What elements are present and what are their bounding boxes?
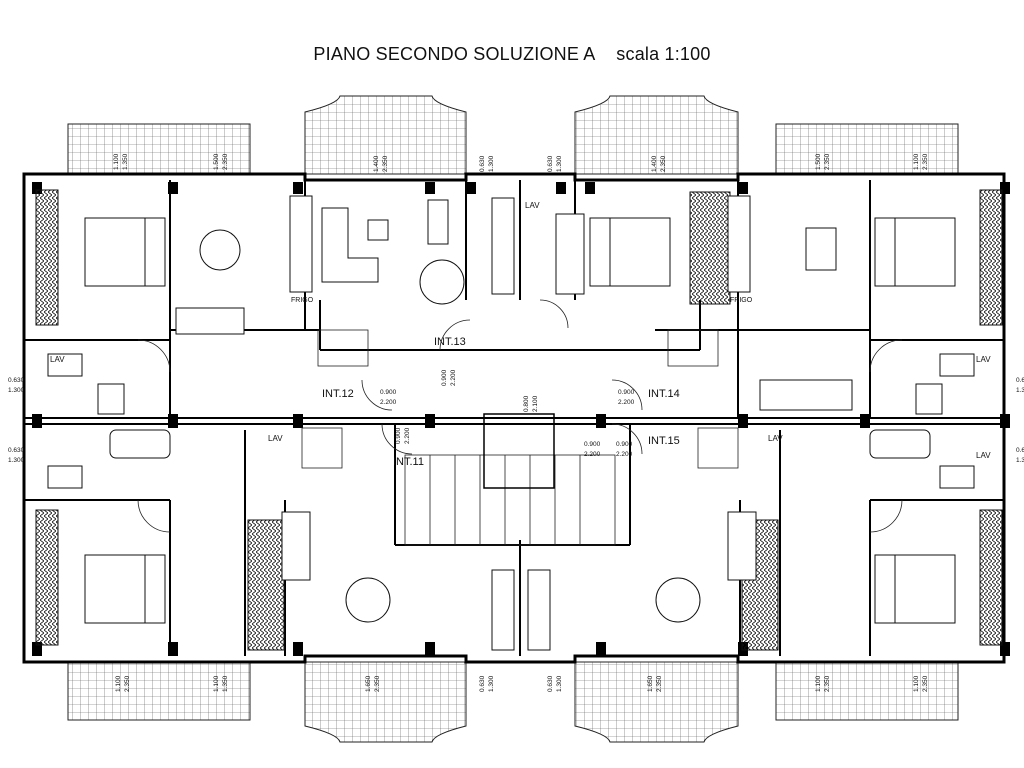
dim-width: 0.800 — [523, 395, 530, 412]
unit-label-int11: INT.11 — [393, 456, 424, 468]
dim-height: 2.350 — [922, 153, 929, 170]
dim-height: 1.300 — [488, 675, 495, 692]
dim-width: 1.100 — [913, 153, 920, 170]
room-label-frigo: FRIGO — [291, 297, 314, 304]
terrace — [775, 123, 959, 175]
scale-text: scala 1:100 — [616, 44, 711, 64]
dim-height: 2.200 — [404, 427, 411, 444]
terraces-bottom — [67, 661, 959, 743]
stairs — [301, 329, 739, 546]
dim-width: 1.100 — [913, 675, 920, 692]
dim-height: 1.300 — [488, 155, 495, 172]
outer-walls — [22, 172, 1006, 664]
sofas — [175, 199, 853, 581]
dim-width: 0.900 — [616, 441, 633, 448]
dim-height: 2.200 — [618, 399, 635, 406]
dim-width: 0.630 — [1016, 447, 1024, 454]
beds — [84, 217, 956, 624]
terraces-top — [67, 95, 959, 175]
window-curtains — [35, 189, 1003, 651]
dim-width: 0.900 — [380, 389, 397, 396]
kitchen-counters — [289, 195, 751, 651]
dim-height: 2.200 — [616, 451, 633, 458]
dim-height: 1.350 — [122, 153, 129, 170]
terrace — [67, 123, 251, 175]
plan-title: PIANO SECONDO SOLUZIONE A scala 1:100 — [0, 44, 1024, 65]
dim-width: 0.900 — [441, 369, 448, 386]
dim-height: 2.350 — [124, 675, 131, 692]
dim-width: 0.630 — [1016, 377, 1024, 384]
dim-height: 2.350 — [374, 675, 381, 692]
room-label-lav: LAV — [976, 451, 991, 460]
dim-width: 1.400 — [651, 155, 658, 172]
dining-tables — [199, 219, 837, 623]
terrace — [574, 661, 739, 743]
dim-width: 0.630 — [547, 155, 554, 172]
dim-width: 0.900 — [618, 389, 635, 396]
unit-label-int14: INT.14 — [648, 388, 680, 400]
room-label-lav: LAV — [976, 355, 991, 364]
dim-height: 2.350 — [922, 675, 929, 692]
dim-height: 2.350 — [222, 153, 229, 170]
dim-height: 1.300 — [556, 675, 563, 692]
room-label-lav: LAV — [525, 201, 540, 210]
unit-labels: INT.13 INT.12 INT.14 INT.15 INT.11 — [322, 336, 680, 468]
dim-height: 1.300 — [1016, 457, 1024, 464]
dim-width: 1.100 — [213, 675, 220, 692]
dim-height: 1.300 — [556, 155, 563, 172]
dim-width: 1.500 — [815, 153, 822, 170]
door-swings — [137, 299, 903, 533]
room-label-lav: LAV — [50, 355, 65, 364]
bathrooms — [47, 353, 975, 489]
dim-width: 1.400 — [373, 155, 380, 172]
dim-height: 1.350 — [222, 675, 229, 692]
dim-width: 1.100 — [815, 675, 822, 692]
dim-height: 1.300 — [8, 387, 25, 394]
dim-width: 1.650 — [365, 675, 372, 692]
room-label-lav: LAV — [768, 434, 783, 443]
terrace — [67, 661, 251, 721]
room-labels: LAV LAV LAV LAV LAV LAV FRIGO FRIGO — [50, 201, 991, 460]
dim-width: 0.900 — [395, 427, 402, 444]
room-label-frigo: FRIGO — [730, 297, 753, 304]
dim-height: 2.350 — [382, 155, 389, 172]
dim-height: 1.300 — [8, 457, 25, 464]
terrace — [304, 95, 467, 175]
title-text: PIANO SECONDO SOLUZIONE A — [313, 44, 596, 64]
unit-label-int13: INT.13 — [434, 336, 466, 348]
dim-height: 1.300 — [1016, 387, 1024, 394]
terrace — [304, 661, 467, 743]
dim-height: 2.200 — [584, 451, 601, 458]
room-label-lav: LAV — [268, 434, 283, 443]
dim-height: 2.350 — [656, 675, 663, 692]
dim-height: 2.200 — [450, 369, 457, 386]
dim-width: 1.100 — [113, 153, 120, 170]
dim-width: 1.100 — [115, 675, 122, 692]
terrace — [775, 661, 959, 721]
dim-width: 0.630 — [479, 155, 486, 172]
dim-height: 2.350 — [660, 155, 667, 172]
dim-width: 0.630 — [479, 675, 486, 692]
unit-label-int15: INT.15 — [648, 435, 680, 447]
dim-width: 1.650 — [647, 675, 654, 692]
dim-width: 1.500 — [213, 153, 220, 170]
dimension-labels: 0.630 1.300 0.630 1.300 0.630 1.300 0.63… — [8, 153, 1024, 692]
dim-width: 0.630 — [8, 377, 25, 384]
dim-height: 2.200 — [380, 399, 397, 406]
unit-label-int12: INT.12 — [322, 388, 354, 400]
dim-height: 2.100 — [532, 395, 539, 412]
terrace — [574, 95, 739, 175]
dim-width: 0.630 — [547, 675, 554, 692]
dim-width: 0.630 — [8, 447, 25, 454]
dim-width: 0.900 — [584, 441, 601, 448]
dim-height: 2.350 — [824, 675, 831, 692]
dim-height: 2.350 — [824, 153, 831, 170]
